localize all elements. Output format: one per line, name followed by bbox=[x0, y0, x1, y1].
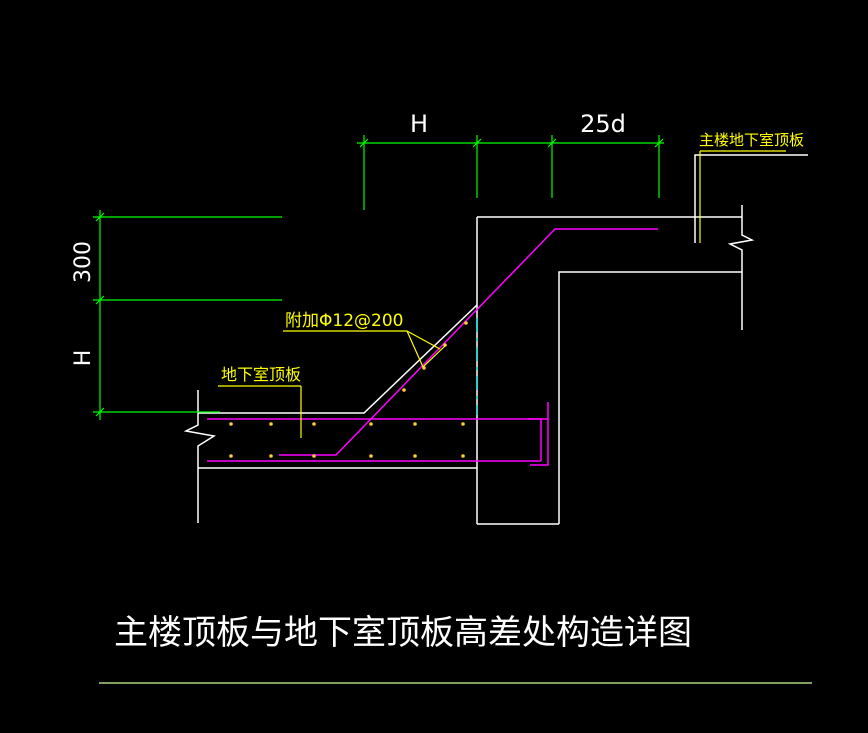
rebar-dot bbox=[269, 454, 273, 458]
rebar-lines bbox=[207, 228, 658, 466]
end-hook-bar bbox=[528, 418, 549, 466]
additional-rebar-leader-2 bbox=[406, 330, 441, 350]
label-basement-roof-slab: 地下室顶板 bbox=[221, 365, 301, 384]
dim-text-left-h: H bbox=[71, 350, 96, 367]
left-break-line bbox=[183, 390, 217, 523]
right-break-line bbox=[727, 205, 755, 330]
rebar-dot bbox=[369, 422, 373, 426]
upper-slab-bottom-edge bbox=[558, 271, 742, 524]
dimension-lines bbox=[93, 135, 664, 420]
dimension-texts: H 25d 300 H bbox=[71, 110, 626, 366]
leader-lines bbox=[218, 150, 786, 438]
rebar-dot bbox=[461, 422, 465, 426]
additional-rebar-leader bbox=[406, 330, 447, 369]
dim-text-top-25d: 25d bbox=[580, 110, 626, 138]
rebar-dot bbox=[269, 422, 273, 426]
label-additional-rebar: 附加Φ12@200 bbox=[285, 311, 403, 331]
additional-bent-bar bbox=[279, 228, 658, 456]
label-texts: 主楼地下室顶板 附加Φ12@200 地下室顶板 bbox=[221, 131, 804, 384]
top-tick-1 bbox=[359, 138, 369, 148]
concrete-outline bbox=[183, 154, 808, 525]
dim-text-left-300: 300 bbox=[71, 241, 96, 283]
left-tick-1 bbox=[95, 212, 105, 222]
top-tick-3 bbox=[547, 138, 557, 148]
upper-label-box-edge bbox=[694, 154, 808, 243]
top-tick-4 bbox=[654, 138, 664, 148]
rebar-dot bbox=[369, 454, 373, 458]
rebar-dot bbox=[461, 454, 465, 458]
dim-text-top-h: H bbox=[410, 110, 428, 138]
left-tick-2 bbox=[95, 295, 105, 305]
rebar-dot bbox=[464, 321, 468, 325]
rebar-dot bbox=[312, 422, 316, 426]
rebar-dot bbox=[229, 454, 233, 458]
top-tick-2 bbox=[472, 138, 482, 148]
label-main-roof-slab: 主楼地下室顶板 bbox=[699, 131, 804, 149]
rebar-dots bbox=[229, 321, 468, 458]
rebar-dot bbox=[229, 422, 233, 426]
rebar-dot bbox=[312, 454, 316, 458]
rebar-dot bbox=[413, 422, 417, 426]
rebar-dot bbox=[402, 388, 406, 392]
lower-slab-top-edge bbox=[198, 304, 478, 414]
rebar-dot bbox=[413, 454, 417, 458]
drawing-title: 主楼顶板与地下室顶板高差处构造详图 bbox=[114, 613, 692, 653]
left-tick-3 bbox=[95, 407, 105, 417]
